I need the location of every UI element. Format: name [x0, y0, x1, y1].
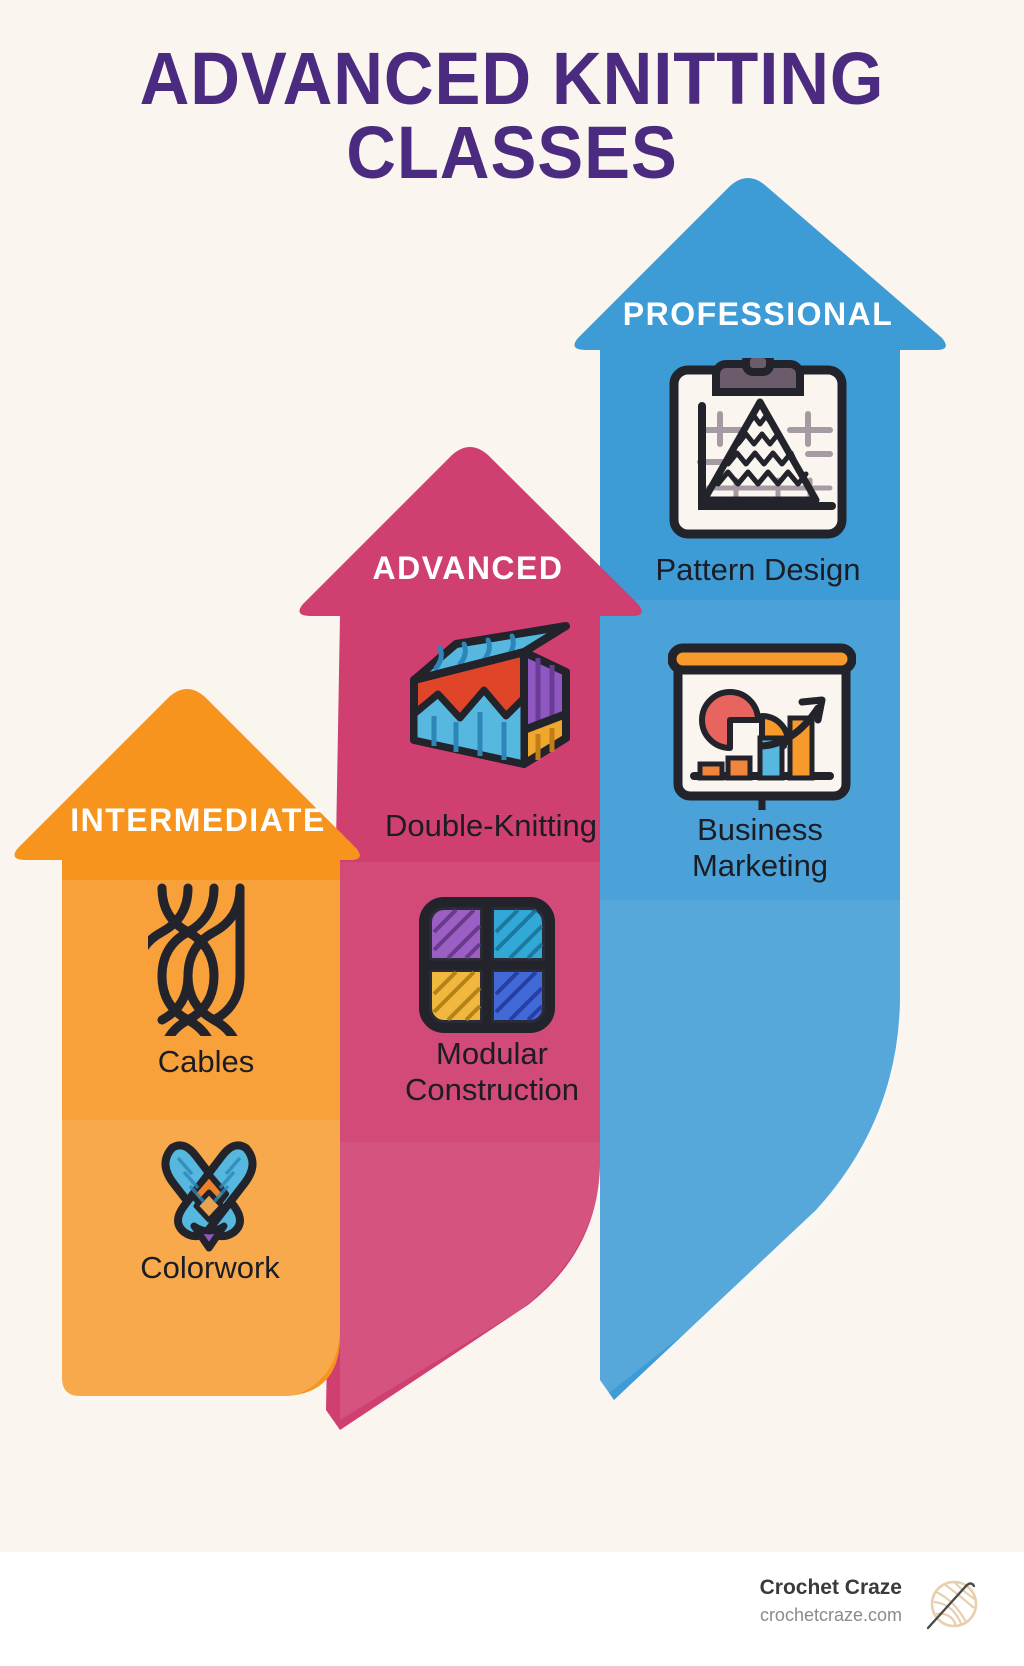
brand-text-block: Crochet Craze crochetcraze.com — [760, 1574, 902, 1628]
clipboard-chart-icon — [660, 350, 856, 544]
level-label-professional: PROFESSIONAL — [622, 296, 894, 332]
item-label-modular-construction: Modular Construction — [404, 1036, 580, 1107]
brand-url[interactable]: crochetcraze.com — [759, 1605, 902, 1625]
knit-cube-icon — [398, 618, 578, 794]
level-label-advanced: ADVANCED — [372, 550, 564, 586]
arrow-intermediate — [14, 689, 360, 1400]
colorwork-stitch-icon — [150, 1136, 270, 1254]
level-label-intermediate: INTERMEDIATE — [70, 802, 326, 838]
cable-braid-icon — [131, 880, 260, 1069]
title-line-1: ADVANCED KNITTING — [139, 37, 885, 120]
yarn-ball-hook-icon — [926, 1580, 978, 1630]
title-line-2: CLASSES — [346, 111, 678, 194]
item-label-colorwork: Colorwork — [140, 1250, 280, 1285]
presentation-board-icon — [667, 640, 857, 831]
poster-title: ADVANCED KNITTING CLASSES — [0, 42, 1024, 190]
item-label-double-knitting: Double-Knitting — [385, 808, 597, 843]
brand-name: Crochet Craze — [759, 1576, 902, 1599]
item-label-business-marketing: Business Marketing — [691, 812, 829, 883]
modular-squares-icon — [418, 896, 556, 1034]
item-label-pattern-design: Pattern Design — [655, 552, 861, 587]
item-label-cables: Cables — [157, 1044, 255, 1079]
footer-bar: Crochet Craze crochetcraze.com — [0, 1552, 1024, 1666]
